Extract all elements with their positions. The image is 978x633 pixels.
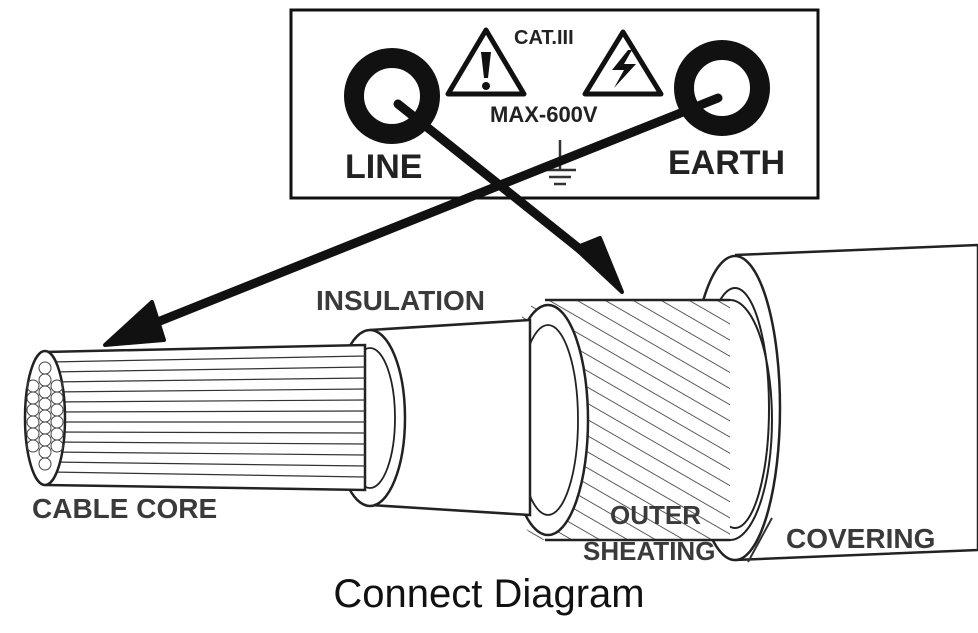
line-label: LINE [345,148,422,186]
high-voltage-icon [582,29,664,97]
outer-sheath [500,298,773,542]
warning-triangle-icon [445,27,527,97]
line-terminal[interactable] [344,48,440,144]
terminal-panel: CAT.III MAX-600V LINE EARTH [289,8,820,200]
max-voltage-label: MAX-600V [490,102,598,127]
outer-covering [688,243,978,562]
earth-terminal[interactable] [674,40,770,136]
cable-core [23,343,367,492]
outer-sheath-label-line2: SHEATING [583,536,715,566]
earth-to-core-arrow [103,93,723,347]
cable-core-label: CABLE CORE [32,493,217,524]
diagram-caption: Connect Diagram [333,572,645,616]
covering-label: COVERING [786,523,935,554]
category-label: CAT.III [514,27,574,49]
insulation-label: INSULATION [316,285,485,316]
earth-label: EARTH [668,144,785,182]
outer-sheath-label-line1: OUTER [610,500,701,530]
covering-leader-line [747,517,773,563]
